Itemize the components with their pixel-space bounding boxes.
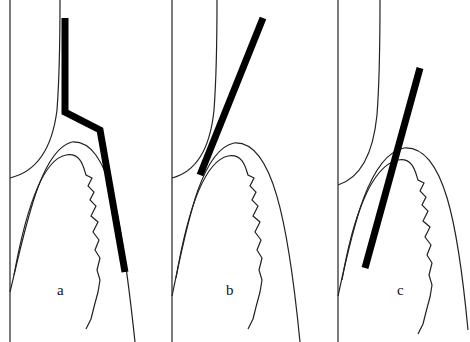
panel-letter: a	[57, 283, 64, 298]
probe	[365, 68, 420, 268]
gingiva-outline	[338, 148, 468, 330]
gingiva-outline	[172, 143, 300, 342]
tooth-surface	[337, 0, 338, 342]
panel-letter: c	[397, 283, 404, 298]
probe	[65, 18, 125, 272]
tooth-surface	[171, 0, 172, 342]
gingival-margin	[338, 0, 380, 185]
bone-outline	[14, 155, 100, 329]
bone-outline	[176, 156, 262, 329]
gingival-margin	[10, 0, 60, 178]
probe	[200, 18, 263, 175]
panel-letter: b	[226, 283, 234, 298]
